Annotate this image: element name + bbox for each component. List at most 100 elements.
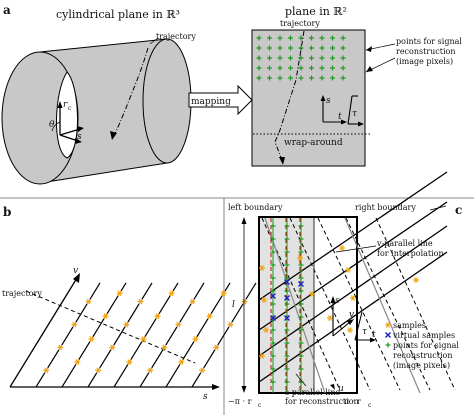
flat-plane (251, 29, 366, 167)
sample-b-arm (207, 313, 212, 320)
virtual-sample-b (284, 315, 290, 321)
pixel-point-c (284, 275, 290, 281)
pixel-point-c (284, 236, 290, 242)
title-cylindrical-plane: cylindrical plane in ℝ³ (56, 8, 180, 21)
sample-b-arm (124, 321, 129, 328)
sample-c-arm (350, 295, 356, 301)
cylinder-axes: r c θ s (49, 100, 84, 144)
virtual-sample (284, 315, 290, 321)
sample-c (413, 277, 419, 283)
legend-c: samples virtual samples points for signa… (385, 321, 459, 370)
s-parallel-label: s-parallel line for reconstruction (285, 388, 359, 406)
pixel-point (288, 35, 293, 41)
pixel-point-c (298, 262, 304, 268)
samples-b (43, 290, 248, 374)
sample-b-arm (58, 344, 63, 351)
pixel-grid (256, 35, 346, 81)
pixel-point (319, 35, 325, 41)
pixel-point-c (270, 262, 276, 268)
pixel-point-c (284, 262, 290, 268)
sample-b-arm (169, 290, 174, 297)
sample-c (339, 245, 345, 251)
s-axis-label-cylinder: s (77, 132, 82, 142)
sample-b-arm (89, 336, 94, 343)
sample-b (74, 359, 81, 365)
wraparound-label: wrap-around (284, 138, 343, 148)
pixel-point (288, 55, 293, 61)
pixel-point (309, 45, 314, 51)
pixel-point-c (284, 301, 290, 307)
sample-b-arm (162, 344, 167, 351)
sample-b (161, 344, 168, 351)
points-label-a: points for signal reconstruction (image … (396, 37, 464, 66)
sample-c (261, 297, 267, 303)
pixel-point-c (270, 353, 276, 359)
pixel-point (330, 35, 335, 41)
pixel-point (309, 35, 314, 41)
pixel-point-c (284, 327, 290, 333)
sample-c (259, 265, 265, 271)
sample-b (43, 367, 50, 374)
legend-sample-marker (385, 322, 391, 328)
pixel-point (267, 55, 272, 61)
pixel-point (298, 65, 304, 71)
sample-b-arm (176, 321, 181, 328)
pixel-point (288, 45, 293, 51)
rc-axis-label: r (63, 100, 68, 110)
v-axis-b (9, 277, 78, 388)
v-parallel-line (165, 282, 231, 388)
sample-b-arm (72, 321, 77, 328)
legend-samples: samples (393, 321, 426, 330)
sample-b-arm (103, 313, 108, 320)
sample-b (213, 344, 220, 351)
panel-a-label: a (3, 3, 11, 17)
pixel-point (277, 55, 283, 61)
sample-c-arm (309, 291, 315, 297)
pixel-point (277, 65, 283, 71)
virtual-sample (270, 293, 276, 299)
pixel-point (340, 45, 346, 51)
virtual-sample-b (270, 293, 276, 299)
sample-c-arm (261, 297, 267, 303)
sample-c (297, 255, 303, 261)
v-axis-label-c: v (349, 310, 354, 320)
plane-axes: s t τ (320, 95, 364, 127)
sample-b-arm (141, 336, 146, 343)
pixel-point (309, 55, 314, 61)
trajectory-line-c (345, 217, 431, 391)
minus-pi-rc-subscript: c (258, 402, 262, 409)
legend-pixel-marker (385, 342, 391, 348)
pixel-point (309, 75, 314, 81)
minus-pi-rc-label: −π · r (228, 397, 252, 406)
pixel-point (267, 35, 272, 41)
sample-b (140, 336, 147, 343)
pixel-point-c (270, 327, 276, 333)
sample-b (123, 321, 130, 328)
legend-virtual-marker-b (385, 332, 391, 338)
sample-b-arm (127, 359, 132, 365)
right-boundary-label: right boundary (355, 203, 416, 212)
sample-c-arm (327, 315, 333, 321)
legend-virtual: virtual samples (392, 331, 455, 340)
sample-b (175, 321, 182, 328)
pixel-point-c (298, 223, 304, 229)
pixel-point (319, 45, 325, 51)
s-axis-b-arrowhead (212, 384, 220, 390)
pixel-point (319, 75, 325, 81)
sample-c (347, 327, 353, 333)
pixel-point (340, 75, 346, 81)
panel-b-label: b (3, 205, 11, 219)
sample-c-arm (263, 327, 269, 333)
pixel-point (256, 65, 262, 71)
pixel-point (256, 75, 262, 81)
pi-rc-label: π · r (344, 397, 361, 406)
s-axis-label-plane: s (326, 96, 331, 106)
pixel-point (319, 65, 325, 71)
pixel-point-c (298, 327, 304, 333)
tau-label-plane: τ (352, 109, 358, 119)
pixel-point (330, 55, 335, 61)
v-axis-b-arrowhead (73, 273, 80, 283)
panel-c: c left boundary right boundary l −π · r … (228, 171, 462, 409)
pixel-point-c (298, 314, 304, 320)
